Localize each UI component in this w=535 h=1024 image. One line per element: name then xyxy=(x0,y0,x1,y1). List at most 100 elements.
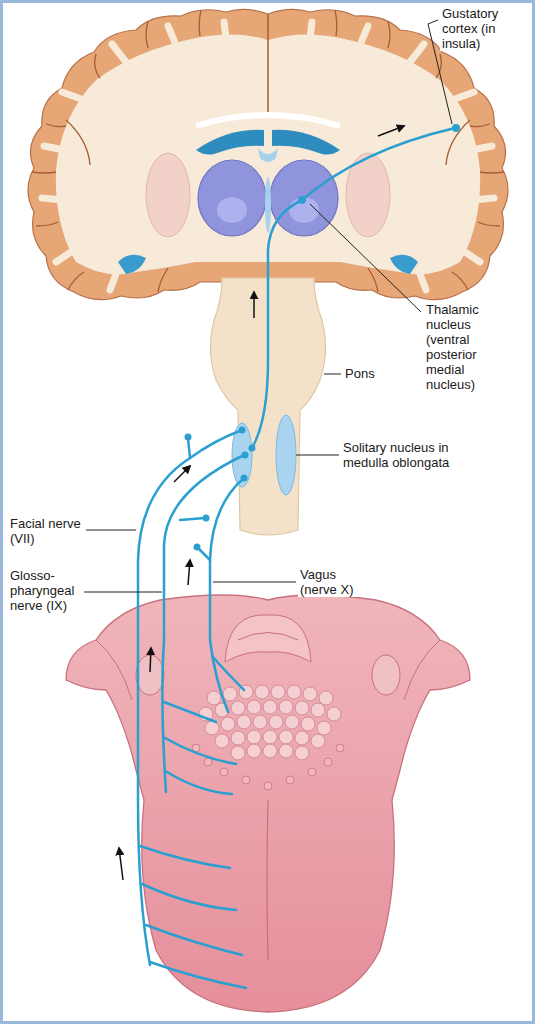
lingual-tonsil xyxy=(263,700,277,714)
tongue-pharynx xyxy=(66,595,470,1012)
sulci xyxy=(158,268,168,292)
gustatory-nerves xyxy=(138,128,455,988)
median-sulcus xyxy=(267,800,268,960)
lingual-tonsil xyxy=(301,717,315,731)
sulci xyxy=(388,22,390,48)
synapse-dots xyxy=(242,452,249,459)
facial-nerve-branch xyxy=(188,438,190,458)
leader-lines xyxy=(296,455,339,456)
synapse-dots xyxy=(239,427,246,434)
thalamic-nucleus xyxy=(217,197,247,223)
lingual-tonsil xyxy=(287,685,301,699)
vallate-papillae xyxy=(264,782,272,790)
flow-arrows xyxy=(253,292,255,318)
sulci xyxy=(32,172,56,173)
lingual-tonsil xyxy=(295,731,309,745)
vagus-nerve xyxy=(210,478,244,712)
lingual-tonsil xyxy=(327,707,341,721)
laryngeal-inlet xyxy=(238,633,298,641)
gyri xyxy=(112,44,126,62)
gyri xyxy=(62,92,84,100)
lingual-tonsil xyxy=(269,715,283,729)
structure-label: Thalamic nucleus (ventral posterior medi… xyxy=(424,302,498,392)
lingual-tonsil xyxy=(279,744,293,758)
lingual-tonsil xyxy=(207,691,221,705)
thalamic-nucleus xyxy=(289,197,319,223)
gyri xyxy=(42,198,62,200)
gyri xyxy=(360,26,368,45)
lingual-tonsil xyxy=(253,715,267,729)
glossopharyngeal-branch xyxy=(164,702,216,722)
synapse-dots xyxy=(298,196,306,204)
facial-nerve-branch xyxy=(140,846,230,868)
flow-arrows xyxy=(150,648,151,672)
facial-nerve xyxy=(138,430,242,965)
lingual-tonsil xyxy=(231,746,245,760)
gyri xyxy=(452,92,474,100)
lingual-tonsil xyxy=(285,715,299,729)
flow-arrows xyxy=(119,126,404,880)
vallate-papillae xyxy=(308,768,316,776)
lingual-tonsil xyxy=(221,717,235,731)
lateral-ventricle xyxy=(272,130,340,155)
sulci xyxy=(199,10,201,36)
sulci xyxy=(46,124,66,127)
lingual-tonsil xyxy=(247,744,261,758)
lingual-tonsil xyxy=(317,721,331,735)
sulci xyxy=(335,10,337,36)
gyri xyxy=(224,22,226,38)
gyri xyxy=(168,26,176,45)
lingual-tonsil xyxy=(311,734,325,748)
gyri xyxy=(56,250,74,262)
synapse-dots xyxy=(194,544,201,551)
tonsil xyxy=(372,655,400,695)
vallate-papillae xyxy=(286,776,294,784)
palatine-arch xyxy=(404,640,440,700)
glossopharyngeal-branch xyxy=(165,738,236,764)
gyri xyxy=(474,198,494,200)
lingual-tonsil xyxy=(279,730,293,744)
gyri xyxy=(410,44,424,62)
lingual-tonsil xyxy=(247,730,261,744)
lateral-ventricle xyxy=(196,130,264,155)
flow-arrows xyxy=(174,466,190,482)
sulci xyxy=(368,268,378,292)
synapse-dots xyxy=(241,475,248,482)
lingual-tonsil xyxy=(255,685,269,699)
lingual-tonsil xyxy=(263,744,277,758)
gyri xyxy=(420,274,426,290)
lingual-tonsil xyxy=(231,731,245,745)
corpus-callosum xyxy=(196,115,340,126)
flow-arrows xyxy=(119,848,123,880)
epiglottis xyxy=(225,615,311,662)
leader-lines xyxy=(310,204,421,312)
synapse-dots xyxy=(249,445,256,452)
thalamus xyxy=(270,160,338,236)
lingual-tonsil xyxy=(199,685,341,760)
lingual-tonsil xyxy=(319,691,333,705)
lingual-tonsil xyxy=(237,715,251,729)
gyri xyxy=(462,250,480,262)
vagus-branch xyxy=(198,548,210,560)
temporal-horn xyxy=(118,255,146,274)
gyri xyxy=(472,146,492,150)
thalamocortical-tract xyxy=(302,128,455,200)
vallate-papillae xyxy=(242,776,250,784)
fornix xyxy=(258,148,278,162)
lingual-tonsil xyxy=(215,734,229,748)
central-gustatory-tract xyxy=(252,200,302,448)
basal-ganglia xyxy=(146,153,190,237)
structure-label: Glosso-pharyngeal nerve (IX) xyxy=(8,568,84,613)
structure-label: Facial nerve (VII) xyxy=(8,516,86,546)
sulci xyxy=(480,172,504,173)
sulci xyxy=(66,120,90,165)
lingual-tonsil xyxy=(303,687,317,701)
sulci xyxy=(452,272,468,290)
synapse-dots xyxy=(185,434,192,441)
leader-lines xyxy=(84,20,452,592)
lingual-tonsil xyxy=(271,685,285,699)
structure-label: Pons xyxy=(343,366,393,381)
lingual-tonsil xyxy=(279,700,293,714)
lingual-tonsil xyxy=(295,701,309,715)
